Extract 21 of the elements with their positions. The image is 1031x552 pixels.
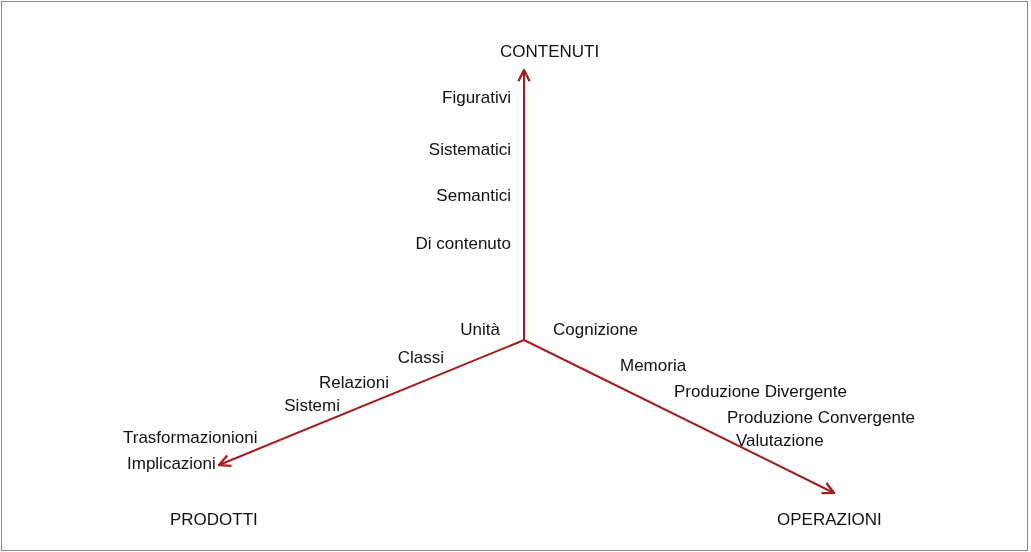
axis-label: PRODOTTI — [170, 510, 258, 530]
category-label: Unità — [460, 320, 500, 340]
axis-label: OPERAZIONI — [777, 510, 882, 530]
category-label: Semantici — [436, 186, 511, 206]
category-label: Produzione Convergente — [727, 408, 916, 428]
category-label: Cognizione — [553, 320, 639, 340]
axis-arrow — [517, 68, 531, 341]
axis-arrow — [217, 339, 525, 468]
category-label: Figurativi — [442, 88, 511, 108]
category-label: Valutazione — [736, 431, 824, 451]
category-label: Di contenuto — [415, 234, 511, 254]
category-label: Implicazioni — [127, 454, 216, 474]
category-label: Sistemi — [284, 396, 340, 416]
category-label: Classi — [397, 348, 444, 368]
category-label: Memoria — [620, 356, 687, 376]
category-label: Trasformazionioni — [123, 428, 258, 448]
axis-arrow — [523, 339, 836, 495]
axis-label: CONTENUTI — [500, 42, 600, 62]
category-label: Produzione Divergente — [674, 382, 847, 402]
category-label: Relazioni — [319, 373, 389, 393]
category-label: Sistematici — [428, 140, 511, 160]
